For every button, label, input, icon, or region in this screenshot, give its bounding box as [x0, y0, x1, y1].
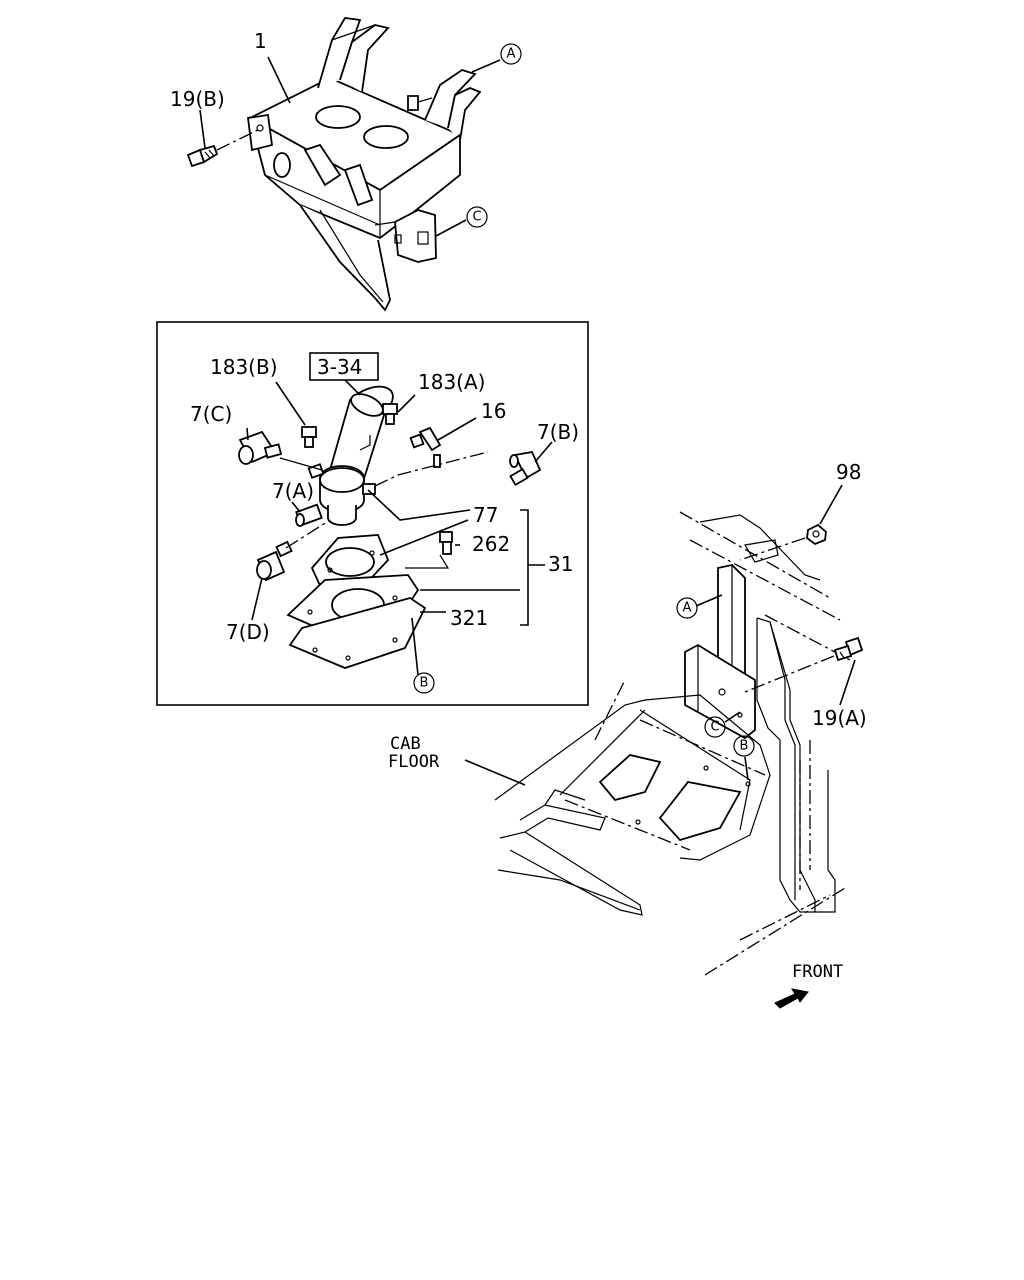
label-front: FRONT	[792, 962, 843, 982]
cab-floor-structure	[494, 511, 851, 976]
label-part-19b: 19(B)	[170, 87, 225, 111]
fitting-7c-icon	[238, 430, 283, 465]
label-part-7d: 7(D)	[226, 620, 270, 644]
label-part-98: 98	[836, 460, 861, 484]
label-part-31: 31	[548, 552, 573, 576]
label-part-7b: 7(B)	[537, 420, 579, 444]
bolt-262-icon	[439, 531, 453, 555]
plate-lower	[288, 597, 427, 669]
valve-assembly	[279, 385, 394, 526]
callout-a-floor-label: A	[683, 601, 692, 616]
label-part-7c: 7(C)	[190, 402, 232, 426]
callout-b-inset-label: B	[420, 676, 429, 691]
ref-box-3-34	[309, 352, 379, 381]
fitting-7d-icon	[256, 540, 293, 582]
label-part-77: 77	[473, 503, 498, 527]
label-part-1: 1	[254, 29, 267, 53]
front-arrow-icon	[774, 988, 809, 1009]
callout-a-top-icon	[500, 43, 522, 65]
label-floor: FLOOR	[388, 752, 440, 772]
fitting-7a-icon	[295, 503, 323, 527]
label-part-7a: 7(A)	[272, 479, 314, 503]
bolt-183b-icon	[301, 426, 317, 448]
callout-b-floor-icon	[733, 735, 755, 757]
callout-c-floor-label: C	[710, 720, 719, 735]
bolt-19a-icon	[833, 636, 864, 662]
fitting-16-icon	[409, 426, 442, 468]
bolt-19b-icon	[186, 144, 219, 168]
label-ref-3-34: 3-34	[317, 355, 362, 379]
nut-98-icon	[806, 523, 827, 546]
callout-a-top-label: A	[507, 47, 516, 62]
label-part-183b: 183(B)	[210, 355, 278, 379]
callout-c-top-label: C	[472, 210, 481, 225]
callout-a-floor-icon	[676, 597, 698, 619]
bolt-183a-icon	[382, 403, 398, 425]
label-part-19a: 19(A)	[812, 706, 867, 730]
label-part-16: 16	[481, 399, 506, 423]
detail-inset-box	[156, 321, 589, 706]
callout-c-top-icon	[466, 206, 488, 228]
fitting-7b-icon	[509, 450, 542, 487]
label-part-321: 321	[450, 606, 488, 630]
callout-b-inset-icon	[413, 672, 435, 694]
gasket-77	[310, 534, 390, 591]
callout-b-floor-label: B	[740, 739, 749, 754]
callout-c-floor-icon	[704, 716, 726, 738]
label-part-183a: 183(A)	[418, 370, 485, 394]
bracket-assembly	[246, 17, 482, 312]
label-cab: CAB	[390, 734, 421, 754]
label-part-262: 262	[472, 532, 510, 556]
